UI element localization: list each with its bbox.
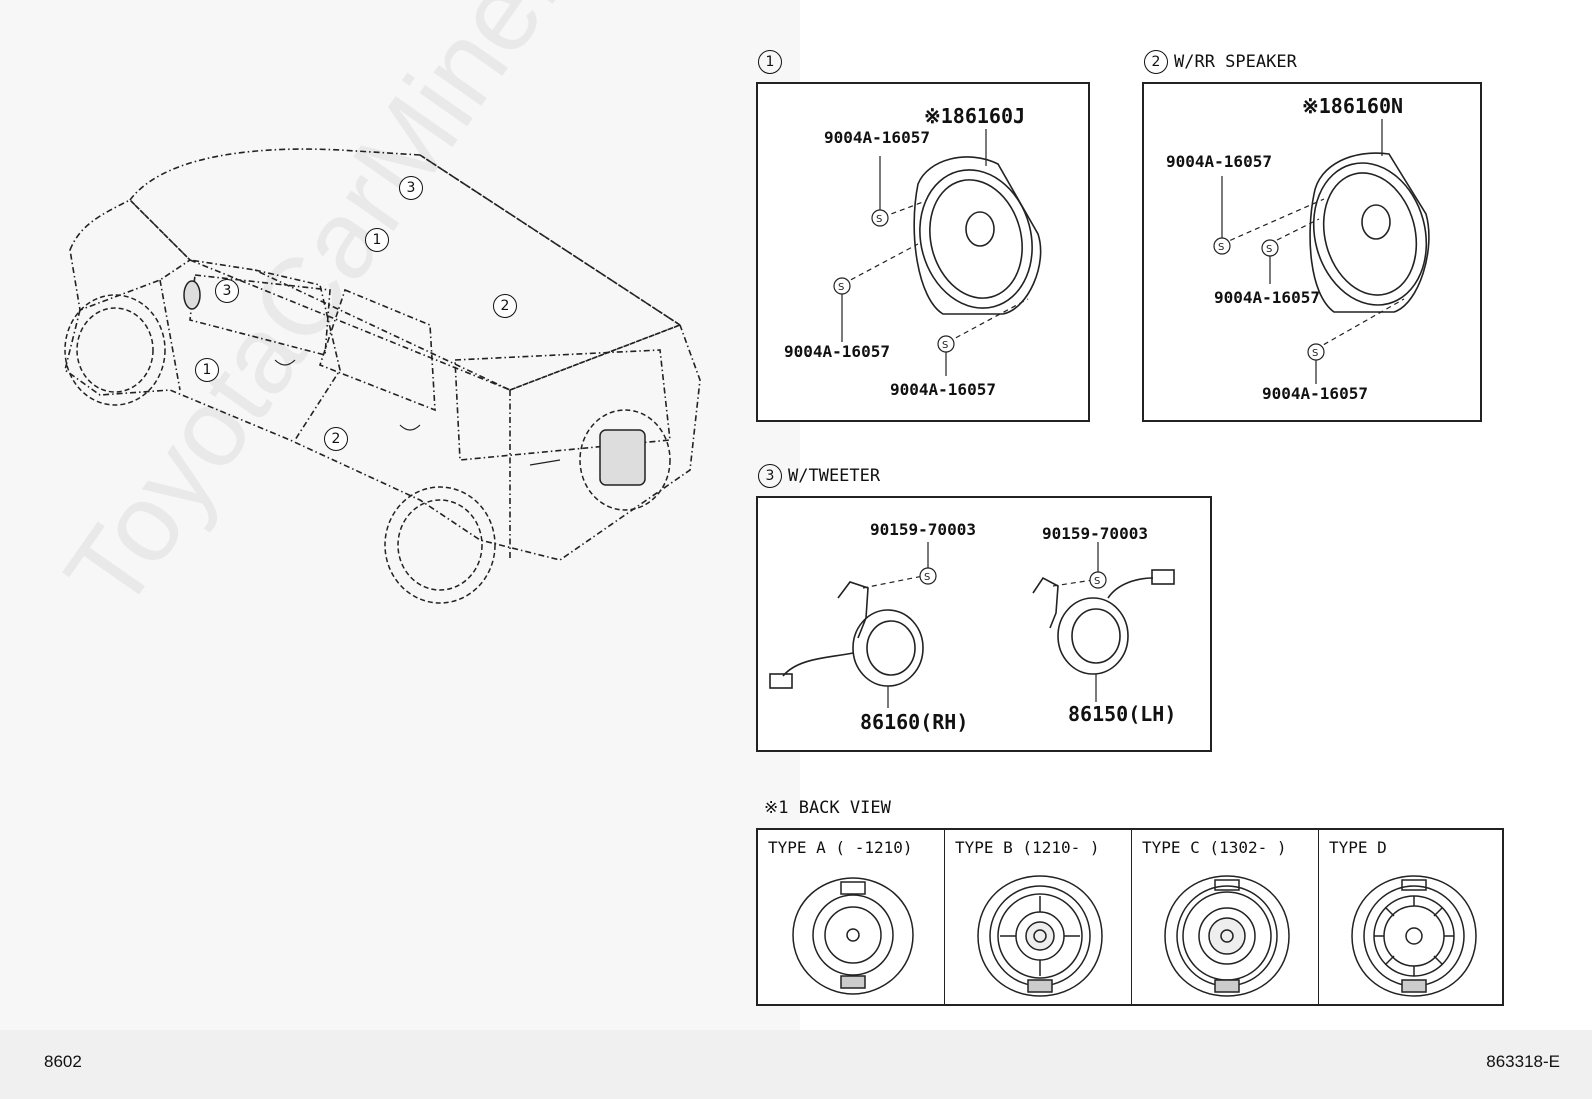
type-b-cell: TYPE B (1210- )	[945, 830, 1132, 1004]
section-1-panel: S S S ※186160J 9004A-16057 9004A-16057 900…	[756, 82, 1090, 422]
footer-bar	[0, 1030, 1592, 1099]
type-d-cell: TYPE D	[1319, 830, 1506, 1004]
svg-text:S: S	[924, 572, 930, 583]
callout-2-rear-roof: 2	[493, 294, 517, 318]
type-b-label: TYPE B (1210- )	[955, 838, 1100, 857]
illustration-code: 863318-E	[1486, 1052, 1560, 1071]
back-view-panel: TYPE A ( -1210) TYPE B (1210- ) TYPE C (…	[756, 828, 1504, 1006]
svg-text:S: S	[1312, 348, 1318, 359]
callout-2-rear-door: 2	[324, 427, 348, 451]
callout-3-roof-front: 3	[399, 176, 423, 200]
type-d-label: TYPE D	[1329, 838, 1387, 857]
svg-text:S: S	[838, 282, 844, 293]
screw-part-number-top: 9004A-16057	[824, 128, 930, 147]
section-3-title: W/TWEETER	[788, 466, 881, 486]
screw-part-number-middle: 9004A-16057	[1214, 288, 1320, 307]
type-c-label: TYPE C (1302- )	[1142, 838, 1287, 857]
part-number-186160J: ※186160J	[924, 104, 1026, 128]
callout-3-pillar: 3	[215, 279, 239, 303]
screw-part-number-top: 9004A-16057	[1166, 152, 1272, 171]
screw-part-number-bottom: 9004A-16057	[1262, 384, 1368, 403]
screw-part-number-left: 9004A-16057	[784, 342, 890, 361]
page-code: 8602	[44, 1052, 82, 1071]
callout-1-front-door: 1	[195, 358, 219, 382]
callout-1-roof: 1	[365, 228, 389, 252]
section-2-panel: S S S ※186160N 9004A-16057 9004A-16057 900…	[1142, 82, 1482, 422]
svg-text:S: S	[876, 214, 882, 225]
speaker-drawing-1: S S S	[833, 129, 1042, 376]
car-illustration	[64, 148, 701, 604]
type-a-cell: TYPE A ( -1210)	[758, 830, 945, 1004]
type-c-cell: TYPE C (1302- )	[1132, 830, 1319, 1004]
section-1-label: 1	[758, 50, 788, 74]
screw-part-number-bottom: 9004A-16057	[890, 380, 996, 399]
section-2-label: 2 W/RR SPEAKER	[1144, 50, 1297, 74]
part-number-86150-lh: 86150(LH)	[1068, 702, 1177, 726]
section-2-number: 2	[1144, 50, 1168, 74]
svg-text:S: S	[1266, 244, 1272, 255]
svg-text:S: S	[1094, 576, 1100, 587]
screw-part-number-right: 90159-70003	[1042, 524, 1148, 543]
speaker-drawing-2: S S S	[1213, 119, 1430, 384]
screw-part-number-left: 90159-70003	[870, 520, 976, 539]
car-illustration-background	[0, 0, 800, 1030]
type-a-label: TYPE A ( -1210)	[768, 838, 913, 857]
part-number-86160-rh: 86160(RH)	[860, 710, 969, 734]
svg-text:S: S	[942, 340, 948, 351]
part-number-186160N: ※186160N	[1302, 94, 1404, 118]
section-2-title: W/RR SPEAKER	[1174, 52, 1297, 72]
type-d-speaker-back-icon	[1351, 875, 1477, 997]
section-3-label: 3 W/TWEETER	[758, 464, 880, 488]
type-a-speaker-back-icon	[792, 877, 914, 995]
back-view-title: ※1 BACK VIEW	[764, 798, 891, 818]
type-b-speaker-back-icon	[977, 875, 1103, 997]
svg-text:S: S	[1218, 242, 1224, 253]
section-3-number: 3	[758, 464, 782, 488]
type-c-speaker-back-icon	[1164, 875, 1290, 997]
section-1-number: 1	[758, 50, 782, 74]
